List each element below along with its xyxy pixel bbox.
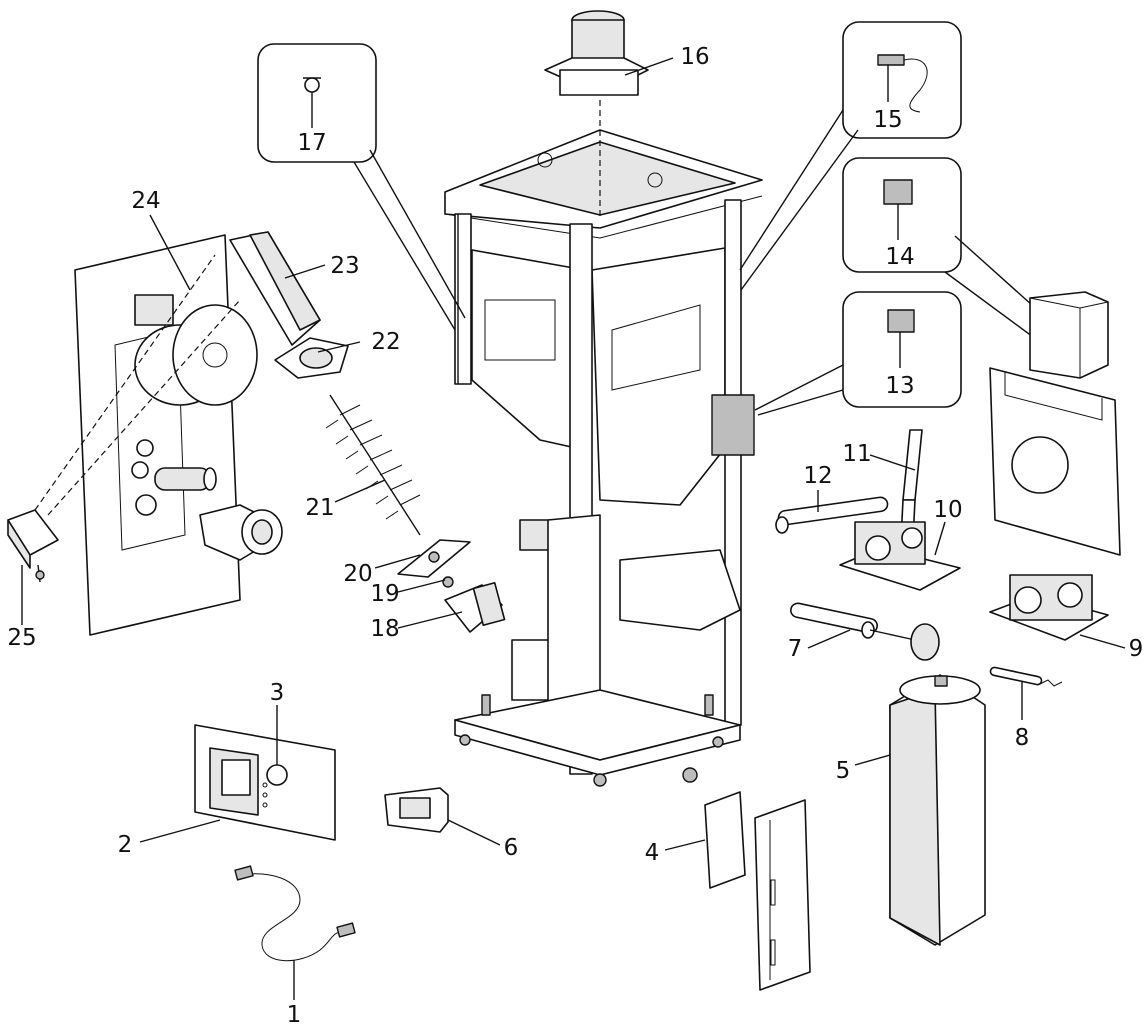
callout-20: 20 <box>343 561 372 587</box>
part-10-pump-group <box>839 521 961 591</box>
part-18-gear-motor <box>442 576 506 633</box>
part-5-expansion-vessel <box>889 674 986 946</box>
callout-24: 24 <box>131 188 160 214</box>
callout-10: 10 <box>933 497 962 523</box>
callout-15: 15 <box>873 107 902 133</box>
left-burner-panel <box>74 234 283 636</box>
callout-19: 19 <box>370 581 399 607</box>
part-23-motor-housing <box>229 231 321 346</box>
callout-7: 7 <box>788 636 803 662</box>
callout-3: 3 <box>270 680 285 706</box>
part-1-cable <box>234 865 356 962</box>
callout-11: 11 <box>842 441 871 467</box>
callout-12: 12 <box>803 463 832 489</box>
inset-box-14 <box>842 157 1063 349</box>
callout-numbers: 1 2 3 4 5 6 7 8 9 10 11 12 13 14 15 16 1… <box>7 44 1143 1024</box>
callout-17: 17 <box>297 130 326 156</box>
junction-box <box>1029 291 1109 379</box>
callout-25: 25 <box>7 625 36 651</box>
part-7-heater <box>790 602 940 661</box>
callout-2: 2 <box>118 832 133 858</box>
callout-21: 21 <box>305 495 334 521</box>
right-side-panel <box>989 367 1121 556</box>
callout-4: 4 <box>645 840 660 866</box>
callout-8: 8 <box>1015 725 1030 751</box>
part-21-auger <box>325 394 421 536</box>
callout-16: 16 <box>680 44 709 70</box>
part-16-fan <box>544 10 649 96</box>
inset-box-17 <box>257 43 466 331</box>
part-4-bracket <box>704 791 811 991</box>
part-20-plate <box>397 539 471 578</box>
part-2-control-panel <box>194 724 336 841</box>
part-6-display <box>384 787 449 833</box>
inset-box-13 <box>754 291 962 416</box>
part-9-pump-group <box>989 574 1109 641</box>
inset-box-15 <box>739 21 962 291</box>
part-25-actuator <box>7 509 59 583</box>
callout-5: 5 <box>836 758 851 784</box>
callout-18: 18 <box>370 616 399 642</box>
part-22-flange-plate <box>274 337 349 379</box>
callout-23: 23 <box>330 253 359 279</box>
callout-14: 14 <box>885 244 914 270</box>
callout-13: 13 <box>885 373 914 399</box>
part-8-sensor <box>989 666 1063 687</box>
callout-9: 9 <box>1129 636 1144 662</box>
callout-6: 6 <box>504 835 519 861</box>
leader-lines <box>21 57 1126 1000</box>
callout-22: 22 <box>371 329 400 355</box>
callout-1: 1 <box>287 1002 302 1024</box>
hopper-frame <box>444 129 763 787</box>
part-12-hose <box>775 496 889 534</box>
